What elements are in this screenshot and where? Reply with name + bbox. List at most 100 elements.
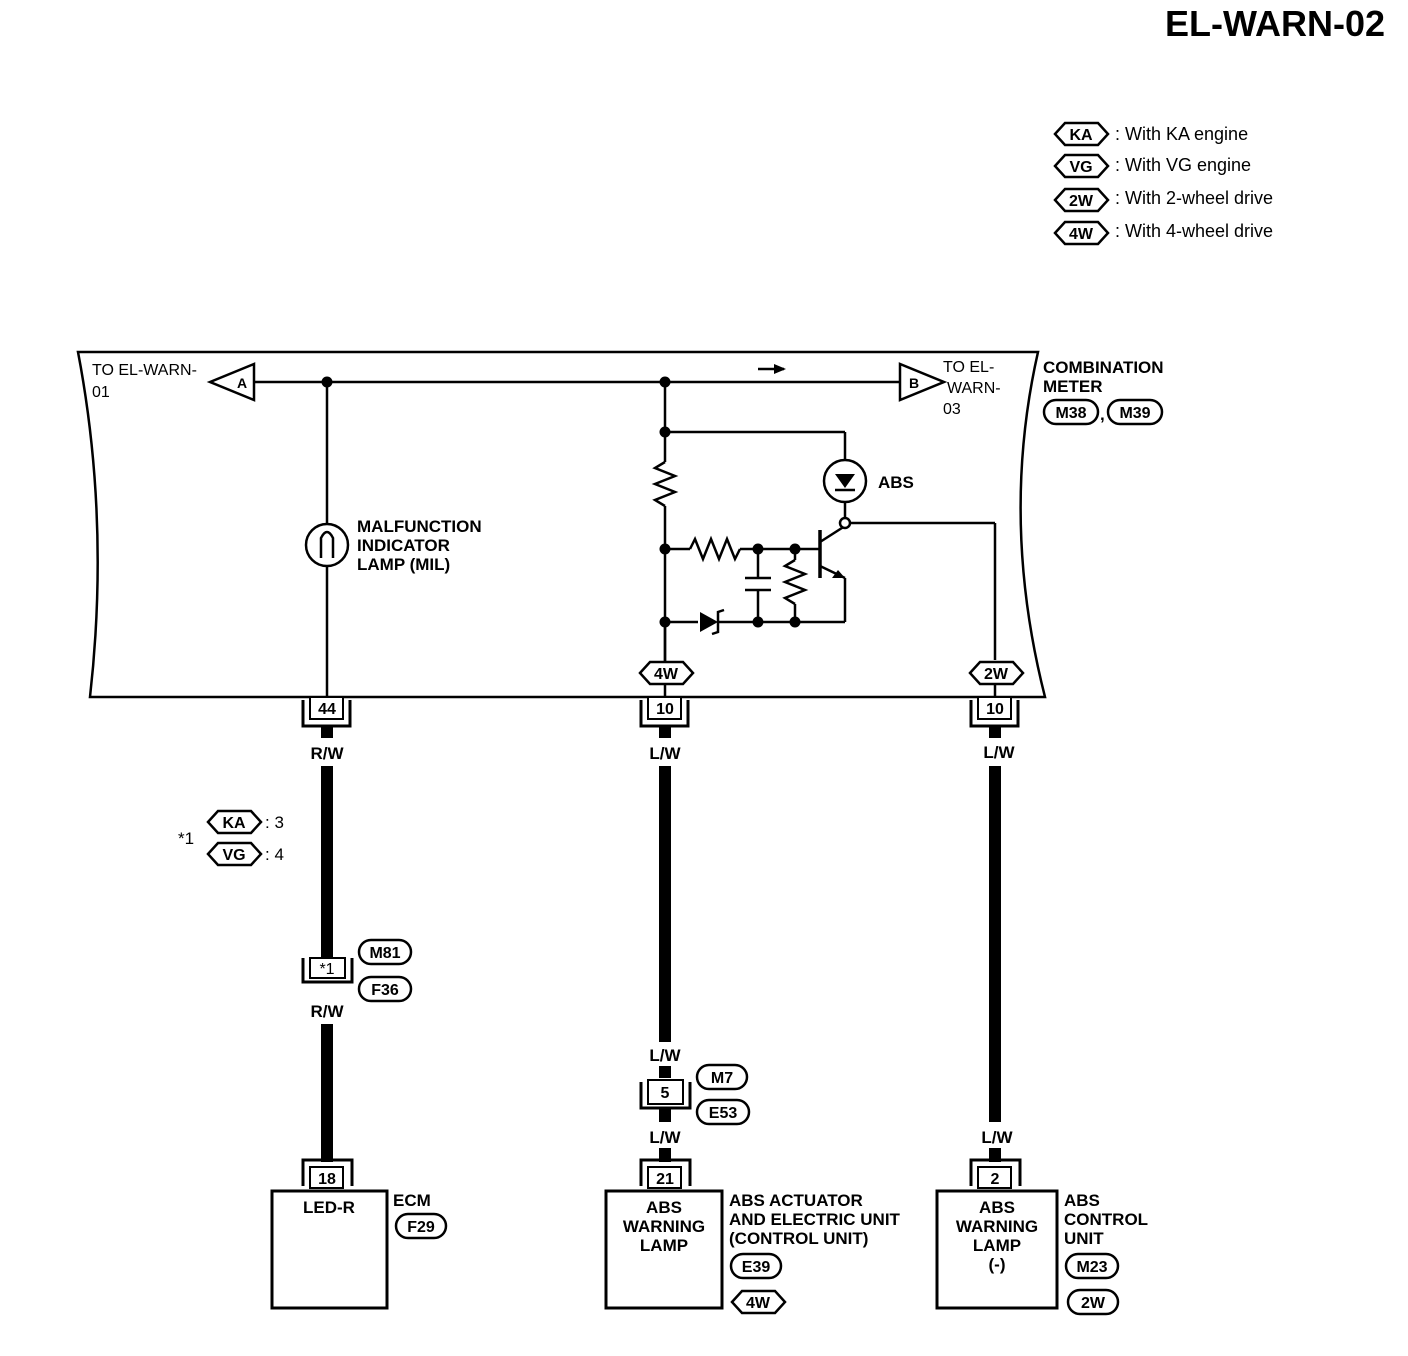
svg-text:LAMP (MIL): LAMP (MIL): [357, 555, 450, 574]
wire-color-lw-right-top: L/W: [983, 743, 1015, 762]
svg-text:2W: 2W: [1081, 1295, 1106, 1312]
svg-text:01: 01: [92, 384, 110, 401]
page-title: EL-WARN-02: [1165, 3, 1385, 44]
abs-control-unit-label: ABS CONTROL UNIT M23 2W: [1064, 1191, 1148, 1316]
svg-text:M38: M38: [1055, 405, 1086, 422]
svg-text:VG: VG: [222, 847, 245, 864]
note-1-options: *1 KA : 3 VG : 4: [178, 809, 284, 867]
svg-text:E39: E39: [742, 1259, 771, 1276]
svg-text:E53: E53: [709, 1105, 738, 1122]
svg-text:WARN-: WARN-: [947, 380, 1001, 397]
joint-connector-m7-e53: 5 M7 E53: [639, 1063, 751, 1126]
svg-text:INDICATOR: INDICATOR: [357, 536, 450, 555]
svg-text:03: 03: [943, 401, 961, 418]
svg-text:M7: M7: [711, 1070, 733, 1087]
legend-item-ka: KA : With KA engine: [1053, 121, 1248, 147]
svg-text:: 3: : 3: [265, 813, 284, 832]
meter-terminal-10-2w: 10: [969, 696, 1020, 728]
svg-text:ABS: ABS: [646, 1198, 682, 1217]
svg-text:ECM: ECM: [393, 1191, 431, 1210]
abs-warning-circuit: [651, 382, 997, 697]
wire-color-lw-mid-lower2: L/W: [649, 1128, 681, 1147]
svg-text:MALFUNCTION: MALFUNCTION: [357, 517, 482, 536]
legend: KA : With KA engine VG : With VG engine …: [1053, 121, 1273, 246]
legend-item-4w: 4W : With 4-wheel drive: [1053, 220, 1273, 246]
svg-text:(CONTROL UNIT): (CONTROL UNIT): [729, 1229, 868, 1248]
svg-text:UNIT: UNIT: [1064, 1229, 1104, 1248]
svg-text:: With KA engine: : With KA engine: [1115, 124, 1248, 144]
wire-color-rw-bottom: R/W: [310, 1002, 344, 1021]
malfunction-indicator-lamp-icon: [304, 522, 350, 568]
svg-text:LAMP: LAMP: [973, 1236, 1021, 1255]
svg-text:WARNING: WARNING: [956, 1217, 1038, 1236]
svg-text:VG: VG: [1069, 159, 1092, 176]
svg-text:ABS: ABS: [979, 1198, 1015, 1217]
combination-meter-outline: [76, 350, 1047, 699]
current-flow-arrow: [758, 364, 786, 374]
meter-terminal-10-4w: 10: [639, 696, 690, 728]
svg-text:WARNING: WARNING: [623, 1217, 705, 1236]
svg-text:F29: F29: [407, 1219, 435, 1236]
svg-text:CONTROL: CONTROL: [1064, 1210, 1148, 1229]
abs-actuator-label: ABS ACTUATOR AND ELECTRIC UNIT (CONTROL …: [729, 1191, 901, 1315]
svg-text:5: 5: [661, 1085, 670, 1102]
option-tag-2w: 2W: [968, 660, 1025, 686]
svg-text:METER: METER: [1043, 377, 1103, 396]
svg-text:: With 2-wheel drive: : With 2-wheel drive: [1115, 188, 1273, 208]
wire-color-lw-mid-top: L/W: [649, 744, 681, 763]
meter-terminal-44: 44: [301, 696, 352, 728]
svg-text:AND ELECTRIC UNIT: AND ELECTRIC UNIT: [729, 1210, 901, 1229]
svg-text:4W: 4W: [746, 1295, 771, 1312]
svg-text:10: 10: [986, 701, 1004, 718]
abs-actuator-box: ABS WARNING LAMP: [604, 1189, 724, 1310]
ecm-terminal-18: 18: [301, 1158, 354, 1189]
abs-control-unit-terminal-2: 2: [969, 1158, 1022, 1189]
abs-control-unit-box: ABS WARNING LAMP (-): [935, 1189, 1059, 1310]
svg-text:44: 44: [318, 701, 336, 718]
ecm-box: LED-R: [270, 1189, 389, 1310]
abs-led-label: ABS: [878, 473, 914, 492]
wire-color-rw-top: R/W: [310, 744, 344, 763]
mil-label: MALFUNCTION INDICATOR LAMP (MIL): [357, 517, 482, 574]
svg-text:18: 18: [318, 1171, 336, 1188]
svg-text:*1: *1: [178, 829, 194, 848]
svg-text:,: ,: [1100, 405, 1105, 424]
ecm-label: ECM F29: [393, 1191, 448, 1240]
svg-text:TO EL-WARN-: TO EL-WARN-: [92, 362, 197, 379]
svg-text:4W: 4W: [1069, 226, 1094, 243]
svg-text:(-): (-): [989, 1255, 1006, 1274]
svg-text:: 4: : 4: [265, 845, 284, 864]
svg-text:F36: F36: [371, 982, 399, 999]
svg-text:2W: 2W: [1069, 193, 1094, 210]
svg-text:LAMP: LAMP: [640, 1236, 688, 1255]
svg-text:TO EL-: TO EL-: [943, 359, 994, 376]
svg-text:2W: 2W: [984, 666, 1009, 683]
wire-color-lw-mid-lower1: L/W: [649, 1046, 681, 1065]
option-tag-4w: 4W: [638, 660, 695, 686]
connector-to-el-warn-01: TO EL-WARN- 01 A: [92, 362, 256, 402]
svg-text:A: A: [237, 375, 247, 391]
svg-text:KA: KA: [1069, 127, 1093, 144]
legend-item-2w: 2W : With 2-wheel drive: [1053, 187, 1273, 213]
joint-connector-m81-f36: *1 M81 F36: [301, 938, 413, 1003]
svg-text:COMBINATION: COMBINATION: [1043, 358, 1164, 377]
svg-text:M39: M39: [1119, 405, 1150, 422]
svg-text:B: B: [909, 375, 919, 391]
svg-text:4W: 4W: [654, 666, 679, 683]
connector-to-el-warn-03: B TO EL- WARN- 03: [898, 359, 1001, 418]
svg-text:ABS ACTUATOR: ABS ACTUATOR: [729, 1191, 863, 1210]
svg-text:M81: M81: [369, 945, 400, 962]
svg-text:2: 2: [991, 1171, 1000, 1188]
svg-text:: With 4-wheel drive: : With 4-wheel drive: [1115, 221, 1273, 241]
svg-text:10: 10: [656, 701, 674, 718]
svg-text:: With VG engine: : With VG engine: [1115, 155, 1251, 175]
svg-text:M23: M23: [1076, 1259, 1107, 1276]
svg-text:21: 21: [656, 1171, 674, 1188]
svg-text:KA: KA: [222, 815, 246, 832]
combination-meter-label: COMBINATION METER M38 , M39: [1042, 358, 1164, 426]
svg-text:ABS: ABS: [1064, 1191, 1100, 1210]
svg-text:*1: *1: [319, 961, 334, 978]
legend-item-vg: VG : With VG engine: [1053, 153, 1251, 179]
svg-text:LED-R: LED-R: [303, 1198, 355, 1217]
